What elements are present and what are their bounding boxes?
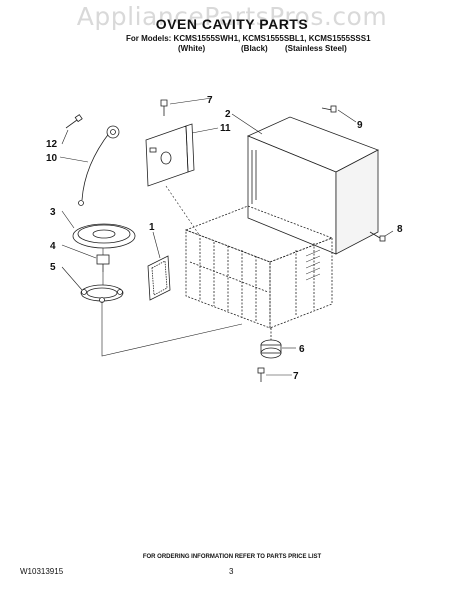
finish-black: (Black) (241, 44, 268, 53)
screw-7-top-part (160, 99, 168, 116)
screw-7-bottom-part (257, 367, 265, 382)
outer-cabinet-part (246, 116, 379, 255)
callout-9: 9 (357, 120, 363, 131)
cable-harness-part (78, 125, 120, 206)
ordering-note: FOR ORDERING INFORMATION REFER TO PARTS … (142, 554, 322, 560)
screw-12-part (65, 114, 83, 129)
document-id: W10313915 (20, 567, 64, 576)
callout-10: 10 (46, 153, 58, 164)
waveguide-cover-part (145, 123, 195, 187)
cavity-side-vents (305, 249, 321, 281)
watermark: AppliancePartsPros.com (76, 2, 388, 31)
callout-4: 4 (50, 241, 56, 252)
finish-white: (White) (178, 44, 206, 53)
callout-11: 11 (220, 123, 231, 134)
screw-8-part (369, 231, 386, 242)
leader-lines (59, 97, 394, 376)
turntable-tray-part (72, 223, 136, 249)
finish-stainless: (Stainless Steel) (285, 44, 347, 53)
model-list: For Models: KCMS1555SWH1, KCMS1555SBL1, … (126, 34, 371, 43)
turntable-motor-part (260, 328, 282, 359)
callout-7-bottom: 7 (293, 371, 299, 382)
page-title: OVEN CAVITY PARTS (155, 16, 309, 32)
coupler-part (96, 254, 110, 272)
callout-12: 12 (46, 139, 58, 150)
assembly-guide-lines (101, 185, 243, 357)
callout-6: 6 (299, 344, 305, 355)
door-seal-part (147, 255, 171, 301)
screw-9-part (321, 105, 337, 113)
callout-2: 2 (225, 109, 231, 120)
callout-8: 8 (397, 224, 403, 235)
callout-1: 1 (149, 222, 155, 233)
callout-5: 5 (50, 262, 56, 273)
roller-ring-part (80, 284, 124, 303)
callout-3: 3 (50, 207, 56, 218)
page-number: 3 (229, 567, 234, 576)
callout-7-top: 7 (207, 95, 213, 106)
